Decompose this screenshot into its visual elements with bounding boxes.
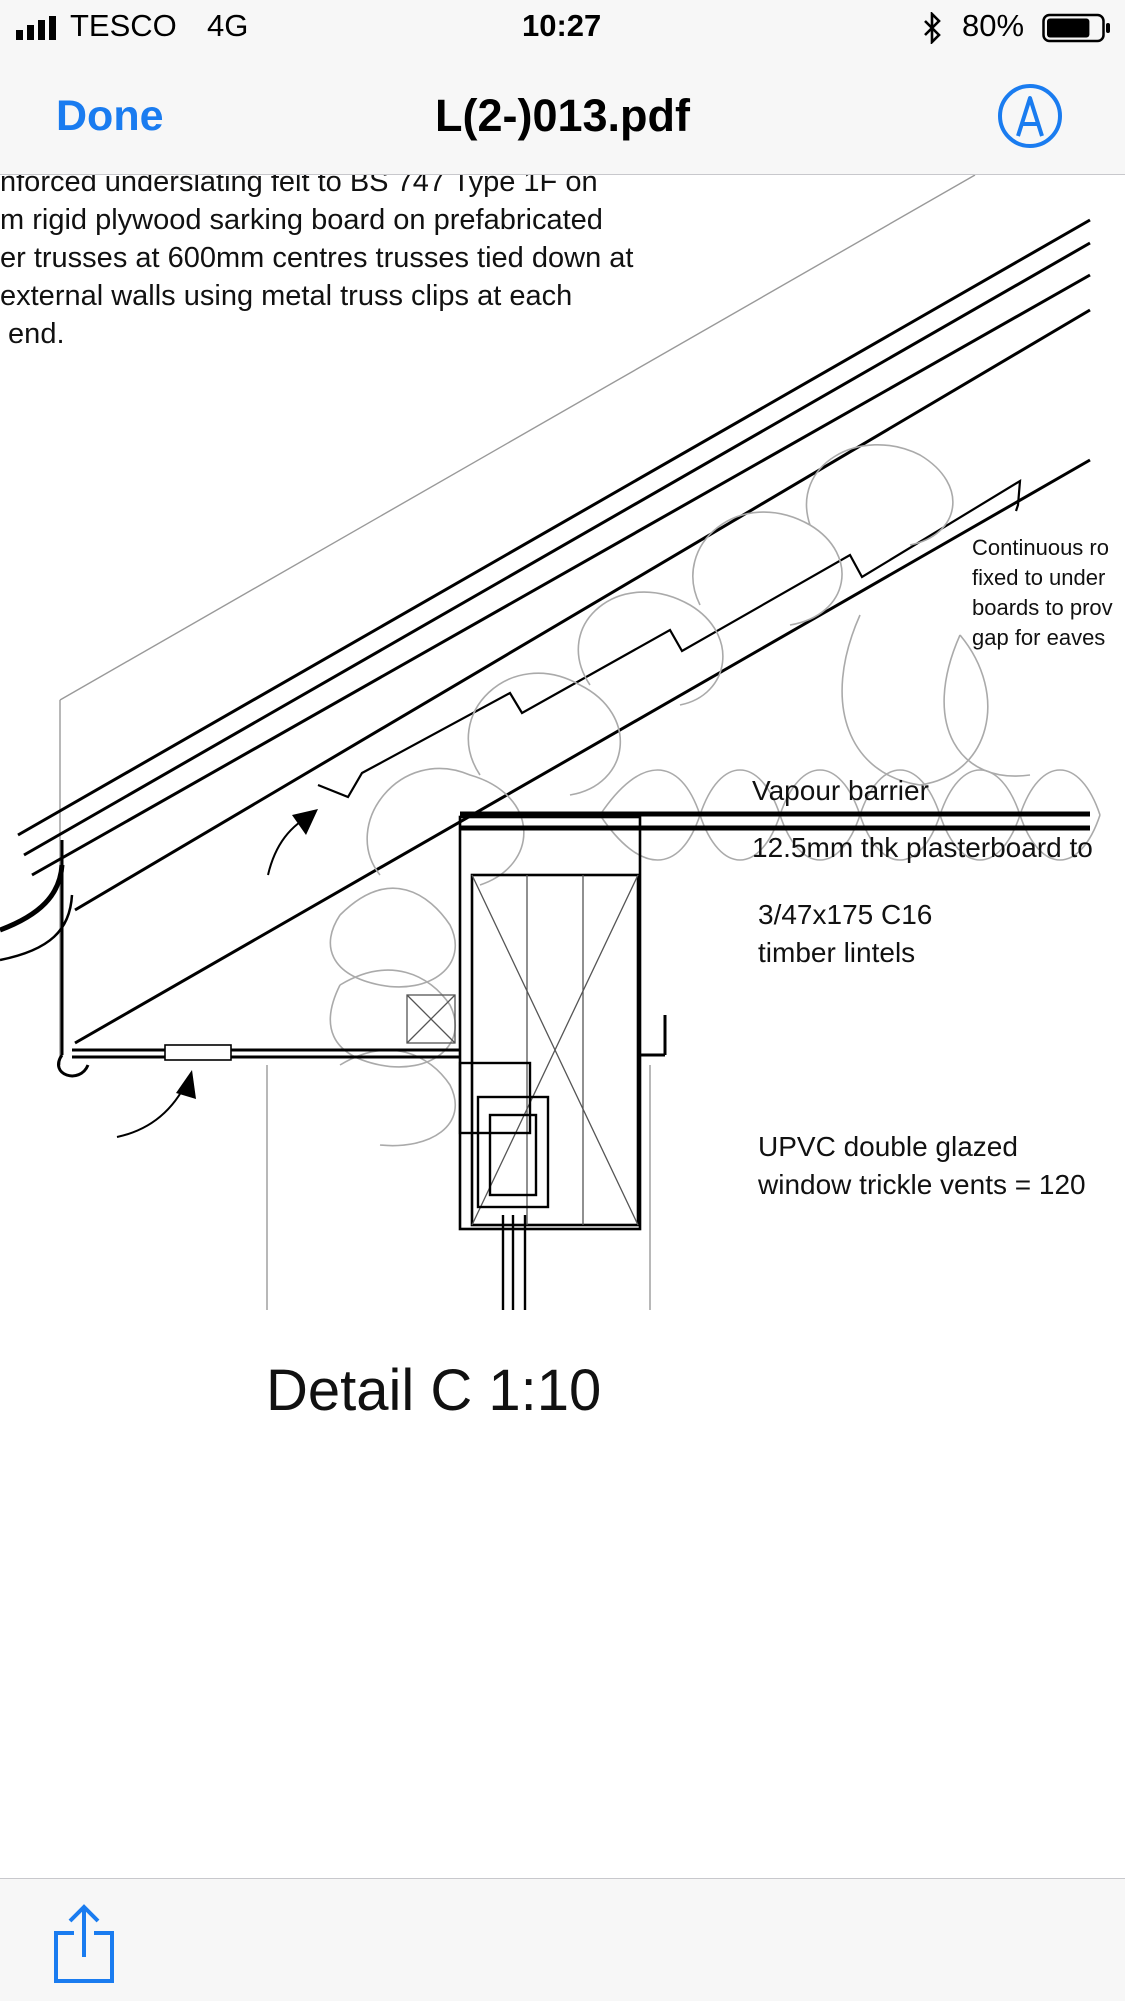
roof-construction-note: nforced underslating felt to BS 747 Type… — [0, 175, 633, 353]
roof-note-line: end. — [0, 318, 65, 350]
pdf-document-view[interactable]: nforced underslating felt to BS 747 Type… — [0, 175, 1125, 1878]
clock-time: 10:27 — [522, 8, 602, 43]
roof-note-line: er trusses at 600mm centres trusses tied… — [0, 242, 634, 274]
bluetooth-icon — [924, 12, 941, 44]
upvc-window-note: UPVC double glazed window trickle vents … — [758, 1128, 1086, 1204]
battery-percent: 80% — [962, 8, 1025, 43]
bottom-toolbar — [0, 1878, 1125, 2001]
plasterboard-label: 12.5mm thk plasterboard to — [752, 832, 1093, 863]
document-title: L(2-)013.pdf — [434, 90, 690, 141]
lintel-note-line: timber lintels — [758, 937, 916, 968]
upvc-note-line: window trickle vents = 120 — [758, 1169, 1086, 1200]
roof-note-line: nforced underslating felt to BS 747 Type… — [0, 175, 598, 198]
battery-icon — [1042, 13, 1110, 43]
continuous-note-line: Continuous ro — [972, 535, 1109, 560]
upvc-note-line: UPVC double glazed — [758, 1131, 1018, 1162]
continuous-note-line: boards to prov — [972, 595, 1113, 620]
continuous-note: Continuous ro fixed to under boards to p… — [972, 533, 1113, 653]
nav-bar: Done L(2-)013.pdf — [0, 56, 1125, 175]
roof-note-line: external walls using metal truss clips a… — [0, 280, 573, 312]
markup-pen-icon[interactable] — [996, 82, 1064, 150]
signal-bars-icon — [16, 16, 56, 40]
network-type: 4G — [207, 8, 249, 43]
tile-batten-profile — [317, 478, 1022, 799]
detail-caption: Detail C 1:10 — [266, 1358, 602, 1423]
done-button[interactable]: Done — [56, 92, 164, 140]
carrier-name: TESCO — [70, 8, 177, 43]
roof-note-line: m rigid plywood sarking board on prefabr… — [0, 204, 603, 236]
share-icon[interactable] — [52, 1903, 116, 1985]
vapour-barrier-label: Vapour barrier — [752, 775, 929, 806]
lintel-note-line: 3/47x175 C16 — [758, 899, 933, 930]
architectural-detail-drawing — [0, 175, 1101, 1310]
continuous-note-line: gap for eaves — [972, 625, 1106, 650]
status-bar: TESCO 4G 10:27 80% — [0, 0, 1125, 56]
continuous-note-line: fixed to under — [972, 565, 1106, 590]
lintel-note: 3/47x175 C16 timber lintels — [758, 896, 932, 972]
